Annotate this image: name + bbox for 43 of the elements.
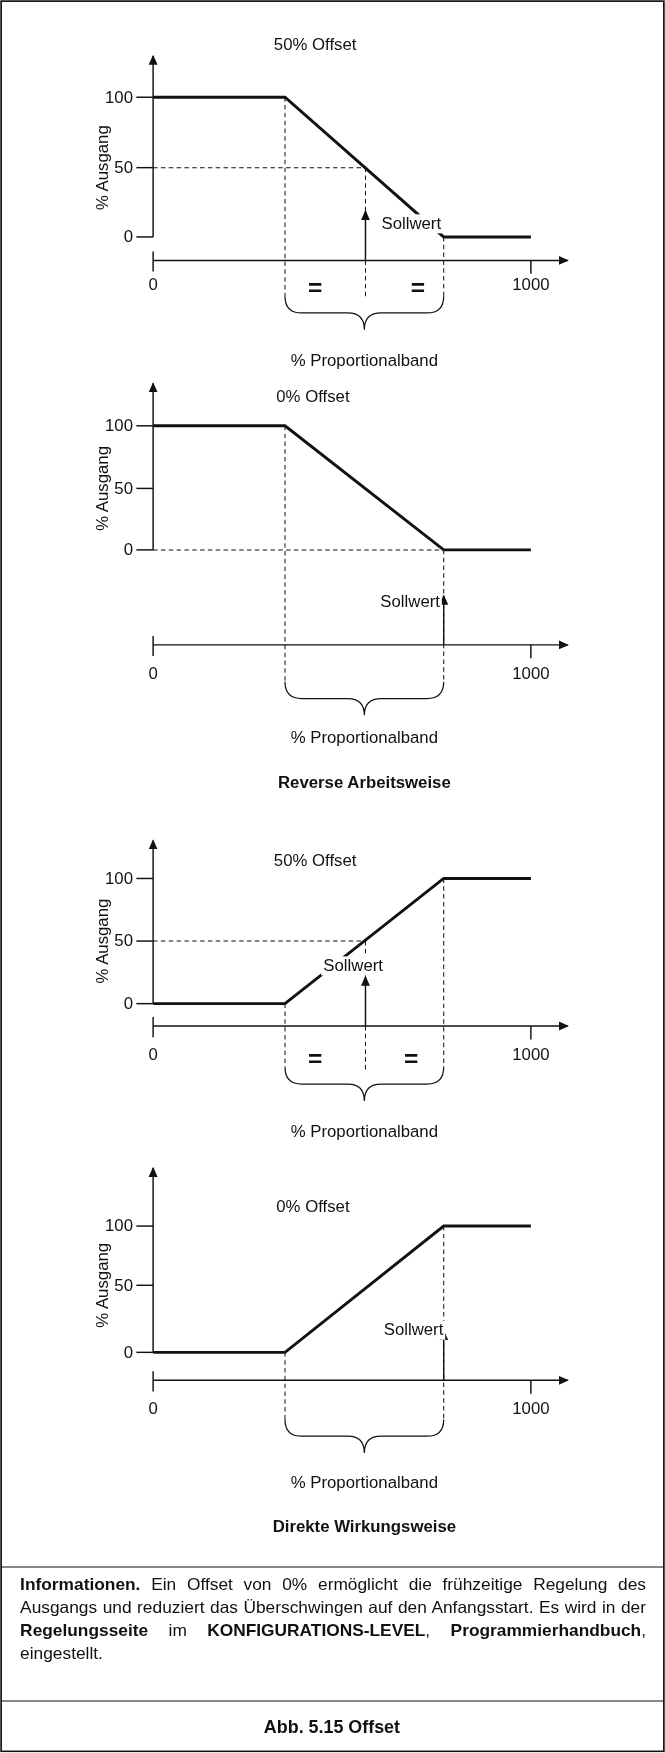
tick-label: 1000 bbox=[512, 275, 550, 295]
tick-label: 0 bbox=[148, 664, 158, 684]
tick-label: 100 bbox=[105, 416, 133, 436]
equal-sign: = bbox=[410, 274, 426, 302]
axis-title: % Ausgang bbox=[93, 1242, 113, 1328]
equal-sign: = bbox=[308, 1046, 323, 1074]
band-label: % Proportionalband bbox=[290, 1122, 438, 1142]
figure-caption: Abb. 5.15 Offset bbox=[263, 1716, 400, 1737]
section-heading: Direkte Wirkungsweise bbox=[272, 1517, 457, 1536]
tick-label: 100 bbox=[105, 1216, 133, 1236]
tick-label: 50 bbox=[114, 1276, 133, 1295]
tick-label: 0 bbox=[123, 540, 133, 560]
tick-label: 100 bbox=[105, 869, 133, 888]
tick-label: 0 bbox=[123, 994, 133, 1013]
tick-label: 1000 bbox=[512, 1045, 550, 1065]
tick-label: 0 bbox=[123, 1343, 133, 1362]
tick-label: 50 bbox=[114, 158, 133, 177]
setpoint-label: Sollwert bbox=[381, 1320, 446, 1340]
axis-title: % Ausgang bbox=[93, 125, 113, 211]
chart-title: 50% Offset bbox=[273, 35, 357, 54]
tick-label: 100 bbox=[105, 88, 133, 107]
tick-label: 0 bbox=[123, 227, 133, 247]
axis-title: % Ausgang bbox=[93, 898, 113, 984]
tick-label: 1000 bbox=[512, 1399, 550, 1418]
equal-sign: = bbox=[308, 274, 323, 302]
tick-label: 50 bbox=[114, 479, 133, 498]
tick-label: 0 bbox=[148, 275, 158, 295]
band-label: % Proportionalband bbox=[290, 728, 438, 747]
chart-title: 0% Offset bbox=[276, 387, 350, 406]
chart-title: 50% Offset bbox=[273, 851, 357, 870]
tick-label: 50 bbox=[114, 931, 133, 951]
setpoint-label: Sollwert bbox=[321, 956, 386, 975]
equal-sign: = bbox=[404, 1046, 419, 1074]
setpoint-label: Sollwert bbox=[379, 214, 444, 233]
tick-label: 1000 bbox=[512, 664, 550, 684]
band-label: % Proportionalband bbox=[290, 1473, 438, 1493]
band-label: % Proportionalband bbox=[290, 351, 438, 371]
axis-title: % Ausgang bbox=[93, 446, 113, 531]
chart-title: 0% Offset bbox=[276, 1197, 350, 1217]
section-heading: Reverse Arbeitsweise bbox=[278, 773, 451, 792]
info-paragraph: Informationen. Ein Offset von 0% ermöglicht die frühzeitige Regelung des Ausgangs und reduziert das Überschwingen auf den Anfangsstart. Es wird in der Regelungsseite im KONFIGURATIONS-LEVEL, Programmierhandbuch, eingestellt. bbox=[20, 1573, 646, 1665]
tick-label: 0 bbox=[148, 1045, 158, 1065]
tick-label: 0 bbox=[148, 1399, 158, 1418]
